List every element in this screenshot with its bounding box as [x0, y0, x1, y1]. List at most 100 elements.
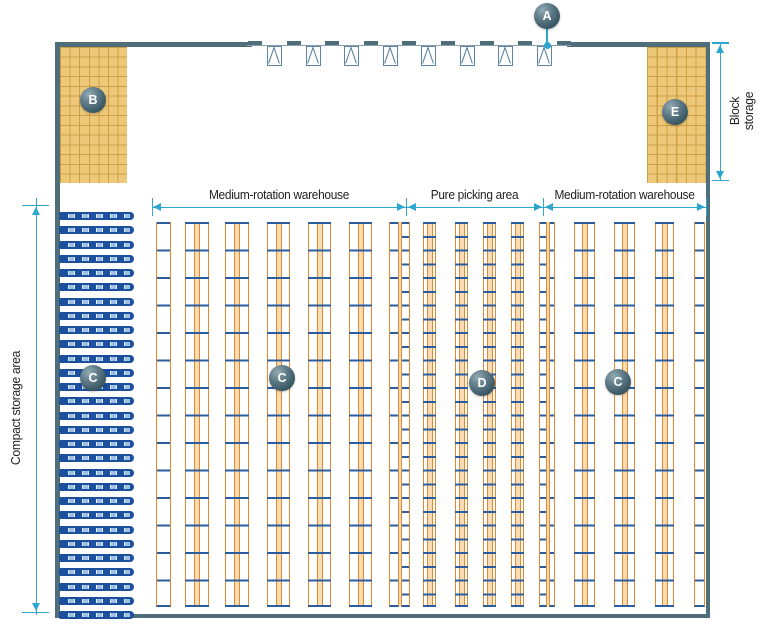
compact-storage-rack-bar [59, 297, 134, 306]
dim-arrow [397, 203, 405, 212]
compact-storage-rack-bar [59, 511, 134, 520]
compact-bar-pallets [61, 242, 130, 247]
dock-wall-dash [325, 40, 340, 45]
dim-tick [152, 198, 154, 216]
compact-storage-rack-bar [59, 269, 134, 277]
rack-medium-single-right [694, 222, 705, 607]
rack-picking-pair [423, 222, 436, 607]
marker-dock-doors: A [534, 3, 560, 29]
compact-bar-pallets [61, 413, 130, 418]
compact-bar-pallets [61, 256, 130, 261]
rack-picking-medium-boundary-pair [539, 222, 555, 607]
compact-storage-rack-bar [59, 539, 134, 548]
dock-wall-dash [363, 40, 378, 45]
dock-wall-dash [286, 40, 301, 45]
rack-medium-pair [614, 222, 635, 607]
marker-compact-storage: C [80, 365, 106, 391]
dock-door-swing-icon [538, 47, 550, 64]
dim-line-picking [406, 206, 543, 208]
dock-door-swing-icon [499, 47, 512, 64]
compact-storage-rack-bar [59, 596, 134, 605]
dock-door-icon [536, 46, 552, 66]
dock-door-icon [267, 46, 282, 66]
compact-storage-rack-bar [59, 554, 134, 562]
dock-wall-dash [518, 40, 533, 45]
compact-bar-pallets [61, 228, 130, 233]
rack-medium-pair [185, 222, 209, 607]
label-medium-rotation-left: Medium-rotation warehouse [208, 188, 350, 202]
rack-medium-pair [267, 222, 290, 607]
compact-bar-pallets [61, 271, 130, 275]
dock-door-swing-icon [383, 47, 396, 64]
rack-shelf-lines [614, 222, 635, 607]
compact-bar-pallets [61, 442, 130, 446]
rack-picking-pair [511, 222, 524, 607]
label-medium-rotation-right: Medium-rotation warehouse [554, 188, 695, 202]
compact-bar-pallets [61, 513, 130, 518]
rack-strip [549, 222, 555, 607]
rack-shelf-lines [511, 222, 524, 607]
compact-bar-pallets [61, 313, 130, 318]
dim-line-medium-left [152, 206, 406, 208]
compact-bar-pallets [61, 598, 130, 603]
compact-storage-rack-bar [59, 568, 134, 577]
compact-bar-pallets [61, 570, 130, 575]
compact-storage-rack-bar [59, 482, 134, 491]
rack-strip [389, 222, 399, 607]
compact-bar-pallets [61, 527, 130, 532]
rack-medium-pair [574, 222, 595, 607]
label-compact-storage-area: Compact storage area [9, 350, 23, 466]
rack-shelf-lines [267, 222, 290, 607]
compact-bar-pallets [61, 470, 130, 475]
compact-bar-pallets [61, 328, 130, 332]
block-storage-area-right [647, 46, 706, 183]
compact-storage-rack-bar [59, 226, 134, 235]
compact-storage-rack-bar [59, 468, 134, 477]
rack-strip [156, 222, 171, 607]
compact-bar-pallets [61, 584, 130, 589]
rack-picking-pair [483, 222, 496, 607]
compact-bar-pallets [61, 541, 130, 546]
rack-shelf-lines [349, 222, 372, 607]
dock-door-icon [382, 46, 398, 66]
dim-tick [406, 198, 408, 216]
rack-shelf-lines [225, 222, 249, 607]
compact-bar-pallets [61, 556, 130, 560]
compact-storage-rack-bar [59, 340, 134, 349]
compact-storage-rack-bar [59, 425, 134, 434]
compact-bar-pallets [61, 399, 130, 404]
compact-storage-rack-bar [59, 454, 134, 463]
compact-bar-pallets [61, 356, 130, 361]
wall-bottom [55, 613, 710, 618]
compact-bar-pallets [61, 499, 130, 503]
rack-shelf-lines [185, 222, 209, 607]
compact-storage-rack-bar [59, 397, 134, 406]
compact-storage-rack-bar [59, 283, 134, 292]
marker-block-storage-left: B [80, 87, 106, 113]
marker-medium-rotation-right: C [605, 369, 631, 395]
dock-wall-dash [556, 40, 571, 45]
dim-arrow [545, 203, 553, 212]
compact-bar-pallets [61, 285, 130, 290]
dim-arrow [32, 602, 41, 611]
wall-top-left-segment [55, 42, 252, 47]
dock-door-icon [344, 46, 360, 66]
dock-door-swing-icon [345, 47, 358, 64]
rack-medium-pair [308, 222, 331, 607]
dock-wall-dash [248, 40, 263, 45]
compact-storage-rack-bar [59, 611, 134, 619]
compact-bar-pallets [61, 342, 130, 347]
compact-storage-rack-bar [59, 440, 134, 448]
compact-storage-rack-bar [59, 411, 134, 420]
rack-medium-pair [225, 222, 249, 607]
compact-storage-rack-bar [59, 254, 134, 263]
dim-line-medium-right [543, 206, 706, 208]
compact-bar-pallets [61, 613, 130, 617]
rack-medium-single-left [156, 222, 171, 607]
compact-bar-pallets [61, 214, 130, 218]
block-storage-area-left [59, 46, 127, 183]
dim-tick [22, 204, 49, 206]
compact-storage-rack-bar [59, 354, 134, 363]
dock-door-swing-icon [422, 47, 435, 64]
